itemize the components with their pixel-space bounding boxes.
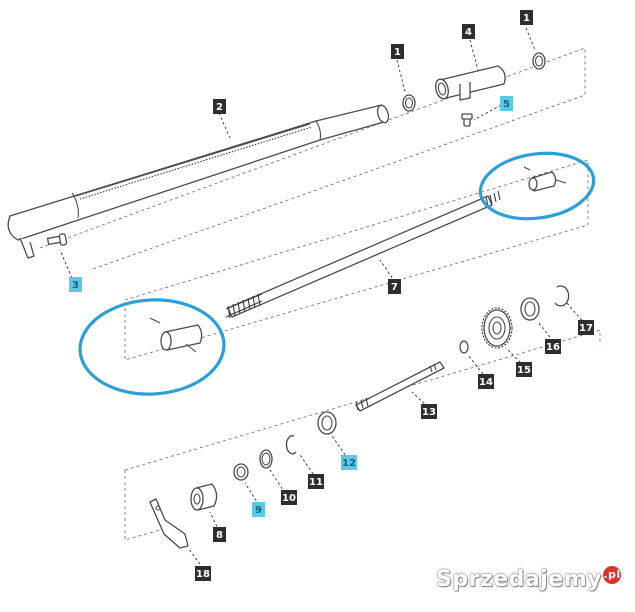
- callout-10: 10: [281, 490, 297, 505]
- callout-box: [213, 99, 226, 114]
- leader-lines: [59, 27, 586, 569]
- callout-box: [195, 566, 211, 581]
- part-sleeve-pin-left: [149, 317, 203, 353]
- callout-1: 1: [391, 44, 404, 59]
- callout-3: 3: [69, 277, 82, 292]
- part-10-ring: [259, 449, 273, 469]
- callout-box: [421, 404, 437, 419]
- callout-box: [252, 502, 265, 517]
- callout-box: [516, 362, 532, 377]
- part-14-ring: [459, 340, 469, 354]
- callout-number: 9: [255, 505, 262, 516]
- callout-box: [478, 374, 494, 389]
- highlight-ring-left: [78, 298, 226, 396]
- callout-number: 13: [422, 407, 436, 418]
- part-8-bushing: [190, 483, 218, 511]
- part-3-bolt: [46, 233, 68, 246]
- part-sleeve-pin-right: [523, 166, 567, 192]
- part-4-clamp-sleeve: [435, 65, 506, 101]
- callout-number: 8: [216, 530, 223, 541]
- callout-number: 1: [523, 13, 530, 24]
- callout-box: [213, 527, 226, 542]
- callout-5: 5: [500, 96, 513, 111]
- callout-number: 4: [465, 27, 472, 38]
- callout-box: [545, 339, 561, 354]
- callout-number: 5: [503, 99, 510, 110]
- callout-box: [391, 44, 404, 59]
- callout-18: 18: [195, 566, 211, 581]
- part-11-circlip: [285, 435, 297, 455]
- part-17-circlip: [554, 285, 570, 307]
- part-16-bearing: [520, 297, 540, 321]
- callout-box: [308, 474, 324, 489]
- callout-11: 11: [308, 474, 324, 489]
- part-7-threaded-rod: [225, 190, 501, 319]
- callout-13: 13: [421, 404, 437, 419]
- part-5-screw: [461, 113, 473, 127]
- part-18-plate: [149, 498, 189, 549]
- callout-number: 10: [282, 493, 296, 504]
- callout-box: [341, 455, 357, 470]
- callout-box: [388, 279, 401, 294]
- callout-7: 7: [388, 279, 401, 294]
- callout-15: 15: [516, 362, 532, 377]
- callout-9: 9: [252, 502, 265, 517]
- callout-box: [281, 490, 297, 505]
- callout-box: [520, 10, 533, 25]
- callout-number: 7: [391, 282, 398, 293]
- callout-4: 4: [462, 24, 475, 39]
- callout-8: 8: [213, 527, 226, 542]
- callout-16: 16: [545, 339, 561, 354]
- part-1-o-rings: [402, 52, 546, 112]
- highlight-ring-right: [478, 151, 596, 221]
- part-12-bearing: [317, 411, 337, 435]
- callout-number: 15: [517, 365, 531, 376]
- callout-box: [500, 96, 513, 111]
- watermark-suffix: .pl: [603, 566, 621, 584]
- callout-number: 18: [196, 569, 210, 580]
- highlight-circles: [78, 151, 596, 396]
- part-15-gear: [481, 307, 513, 349]
- watermark-text: Sprzedajemy: [436, 567, 602, 592]
- callout-2: 2: [213, 99, 226, 114]
- callout-box: [69, 277, 82, 292]
- callout-1: 1: [520, 10, 533, 25]
- callout-number: 14: [479, 377, 493, 388]
- callout-number: 11: [309, 477, 323, 488]
- callout-number: 16: [546, 342, 560, 353]
- callout-box: [462, 24, 475, 39]
- callout-14: 14: [478, 374, 494, 389]
- watermark-logo: Sprzedajemy.pl: [436, 566, 621, 592]
- callout-number: 1: [394, 47, 401, 58]
- callout-12: 12: [341, 455, 357, 470]
- callout-17: 17: [578, 320, 594, 335]
- part-13-shaft: [355, 361, 445, 412]
- callout-box: [578, 320, 594, 335]
- callout-number: 17: [579, 323, 593, 334]
- part-2-handle-tube: [7, 104, 390, 259]
- callout-number: 3: [72, 280, 79, 291]
- callout-number: 2: [216, 102, 223, 113]
- assembly-guide-lines: [39, 47, 601, 541]
- part-9-washer: [233, 463, 249, 481]
- callout-number: 12: [342, 458, 356, 469]
